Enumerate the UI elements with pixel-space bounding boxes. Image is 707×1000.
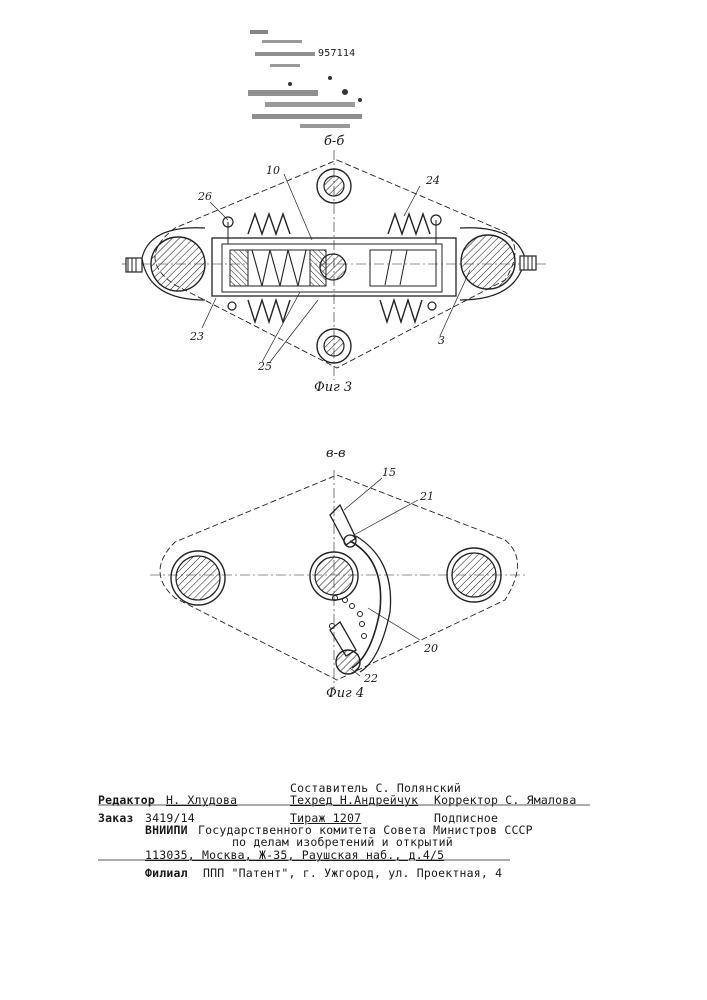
fig4-callout-21: 21 (420, 490, 434, 503)
imprint-techred: Техред Н.Андрейчук (290, 793, 418, 807)
fig3-caption: Фиг 3 (314, 380, 352, 395)
imprint-branch-text: ППП "Патент", г. Ужгород, ул. Проектная,… (203, 866, 502, 880)
imprint-branch-label: Филиал (145, 866, 188, 880)
fig3-callout-25: 25 (258, 360, 272, 373)
imprint-address: 113035, Москва, Ж-35, Раушская наб., д.4… (145, 848, 444, 862)
fig4-caption: Фиг 4 (326, 686, 364, 701)
imprint-editor-label: Редактор (98, 793, 155, 807)
imprint-corrector: Корректор С. Ямалова (434, 793, 576, 807)
fig3-callout-3: 3 (438, 334, 445, 347)
patent-number: 957114 (318, 48, 355, 59)
imprint-order-label: Заказ (98, 811, 134, 825)
figure-3 (122, 150, 548, 380)
fig3-callout-23: 23 (190, 330, 204, 343)
imprint-editor-name: Н. Хлудова (166, 793, 237, 807)
figure-4 (150, 470, 525, 690)
fig3-callout-10: 10 (266, 164, 280, 177)
fig3-section-label: б-б (324, 134, 344, 149)
imprint-org-line2: по делам изобретений и открытий (232, 835, 453, 849)
fig4-callout-15: 15 (382, 466, 396, 479)
fig3-callout-24: 24 (426, 174, 440, 187)
fig4-section-label: в-в (326, 446, 346, 461)
fig3-callout-26: 26 (198, 190, 212, 203)
fig4-callout-22: 22 (364, 672, 378, 685)
fig4-callout-20: 20 (424, 642, 438, 655)
imprint-org-abbr: ВНИИПИ (145, 823, 188, 837)
header-smudge (248, 30, 362, 128)
